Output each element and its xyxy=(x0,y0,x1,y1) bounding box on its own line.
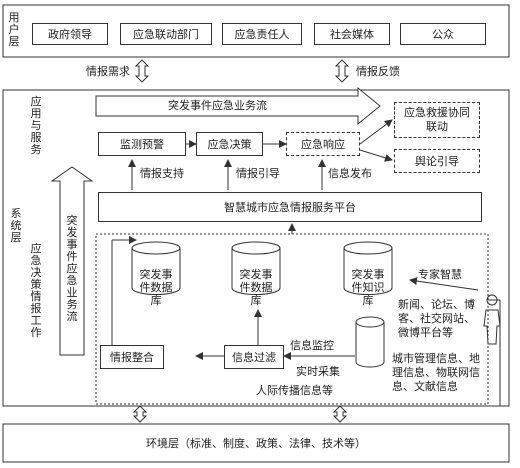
label-interpersonal-info: 人际传播信息等 xyxy=(256,384,333,397)
source-social-text: 新闻、论坛、博客、社交网站、微博平台等 xyxy=(398,298,475,339)
system-layer-label: 系统层 xyxy=(10,207,22,244)
user-layer-label: 用户层 xyxy=(8,11,20,48)
platform-bar: 智慧城市应急情报服务平台 xyxy=(98,192,482,222)
database-label-1: 突发事件数据库 xyxy=(139,268,173,307)
label-info-demand: 情报需求 xyxy=(86,65,130,78)
environment-layer-label: 环境层（标准、制度、政策、法律、技术等） xyxy=(146,437,366,450)
vertical-flow-label: 突发事件应急业务流 xyxy=(66,214,78,323)
module-response: 应急响应 xyxy=(286,132,360,156)
user-item-emergency-departments: 应急联动部门 xyxy=(120,23,212,45)
label-info-support: 情报支持 xyxy=(140,167,184,180)
label-info-release: 信息发布 xyxy=(328,167,372,180)
person-icon xyxy=(483,294,501,345)
knowledge-base-label: 突发事件知识库 xyxy=(351,268,385,307)
user-item-responsible-persons: 应急责任人 xyxy=(222,23,302,45)
horizontal-flow-label: 突发事件应急业务流 xyxy=(168,99,267,112)
label-info-guidance: 情报引导 xyxy=(236,167,280,180)
decision-work-label: 应急决策情报工作 xyxy=(30,242,42,339)
module-decision: 应急决策 xyxy=(196,132,263,156)
database-label-2: 突发事件数据库 xyxy=(239,268,273,307)
user-item-public: 公众 xyxy=(400,23,486,45)
user-item-social-media: 社会媒体 xyxy=(314,23,390,45)
label-info-feedback: 情报反馈 xyxy=(356,65,400,78)
user-item-government: 政府领导 xyxy=(32,23,108,45)
source-city-text: 城市管理信息、地理信息、物联网信息、文献信息 xyxy=(392,352,480,393)
label-realtime-collection: 实时采集 xyxy=(296,365,340,378)
label-info-monitoring: 信息监控 xyxy=(290,339,334,352)
process-integration: 情报整合 xyxy=(100,345,164,369)
process-filtering: 信息过滤 xyxy=(224,345,284,369)
module-monitoring: 监测预警 xyxy=(98,132,186,156)
expert-label: 专家智慧 xyxy=(418,268,462,281)
output-rescue: 应急救援协同联动 xyxy=(394,102,480,138)
app-service-label: 应用与服务 xyxy=(30,95,42,156)
output-opinion: 舆论引导 xyxy=(394,149,480,173)
